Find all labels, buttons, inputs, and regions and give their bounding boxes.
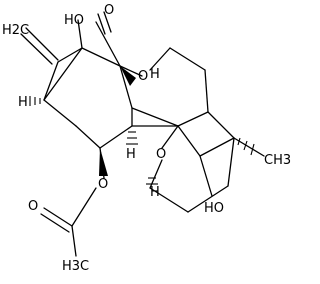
bond-right-ring-1 bbox=[204, 69, 209, 113]
bond-ketone-c bbox=[95, 21, 121, 67]
label-o-ketone: O bbox=[104, 3, 114, 18]
label-o-ester: O bbox=[98, 177, 108, 192]
bond-c13-c14 bbox=[43, 47, 83, 101]
bond-oester-ccarbonyl bbox=[71, 187, 97, 227]
label-ho-lower: HO bbox=[204, 201, 224, 216]
bond-lower-ring-2 bbox=[187, 185, 229, 213]
hash-c9-h bbox=[126, 131, 138, 145]
bond-c15-c14 bbox=[81, 47, 121, 67]
bond-c-upper-bridge bbox=[199, 137, 235, 157]
bond-oether-c bbox=[149, 159, 163, 189]
bond-right-ring-2 bbox=[177, 111, 209, 127]
bond-c12-c11 bbox=[75, 125, 101, 149]
bond-carbonyl-double-b bbox=[40, 213, 70, 233]
bond-c-lower-ring bbox=[227, 137, 235, 187]
hash-c13-h bbox=[29, 96, 41, 106]
bond-c13-c12 bbox=[43, 99, 77, 127]
label-o-bridge: O bbox=[138, 69, 148, 84]
label-h-abs: H bbox=[150, 67, 160, 82]
bond-c10-oether bbox=[161, 125, 179, 149]
bonds bbox=[20, 11, 265, 257]
label-o-ether: O bbox=[156, 147, 166, 162]
label-h-methine: H bbox=[150, 185, 160, 200]
bond-obridge-c bbox=[149, 47, 171, 71]
bond-right-ring-3 bbox=[207, 111, 235, 139]
bond-c14-obridge bbox=[119, 65, 143, 77]
label-ch3-methyl: CH3 bbox=[264, 153, 291, 168]
bond-c10-bridge bbox=[177, 125, 201, 157]
wedge-c14 bbox=[120, 66, 136, 86]
bond-c16-c13 bbox=[43, 61, 59, 101]
bond-c-hydroxyl bbox=[199, 155, 213, 197]
stereo-bonds bbox=[29, 66, 255, 185]
bond-c15-oh bbox=[77, 19, 83, 49]
bond-c16-c15 bbox=[57, 47, 83, 63]
atom-labels: HO O O H H H O H HO O O H3C CH3 H2C bbox=[2, 3, 291, 274]
bond-c-c-top-right bbox=[169, 47, 206, 71]
label-h3c-methyl: H3C bbox=[62, 259, 89, 274]
methylene-double-bond-a bbox=[25, 27, 59, 61]
label-ho-top: HO bbox=[64, 13, 84, 28]
hash-methyl bbox=[237, 137, 255, 156]
bond-c-methyl bbox=[233, 137, 265, 157]
label-h-center: H bbox=[126, 147, 136, 162]
bond-ketone-double-a bbox=[97, 13, 106, 35]
bond-c11-c9 bbox=[99, 125, 133, 149]
label-h2c-methylene: H2C bbox=[2, 23, 29, 38]
methylene-double-bond-b bbox=[20, 33, 53, 65]
hash-lower-h bbox=[146, 177, 158, 185]
bond-carbonyl-double-a bbox=[43, 207, 73, 227]
bond-ketone-double-b bbox=[103, 11, 112, 33]
bond-lower-ring-1 bbox=[149, 187, 189, 213]
bond-ccarbonyl-methyl bbox=[71, 225, 77, 257]
molecular-structure: HO O O H H H O H HO O O H3C CH3 H2C bbox=[2, 3, 291, 274]
bond-c14-c8 bbox=[119, 65, 133, 109]
label-h-left: H bbox=[18, 95, 28, 110]
bond-c8-c10 bbox=[131, 107, 179, 127]
label-o-carbonyl: O bbox=[28, 199, 38, 214]
wedge-c11-oester bbox=[99, 148, 108, 176]
